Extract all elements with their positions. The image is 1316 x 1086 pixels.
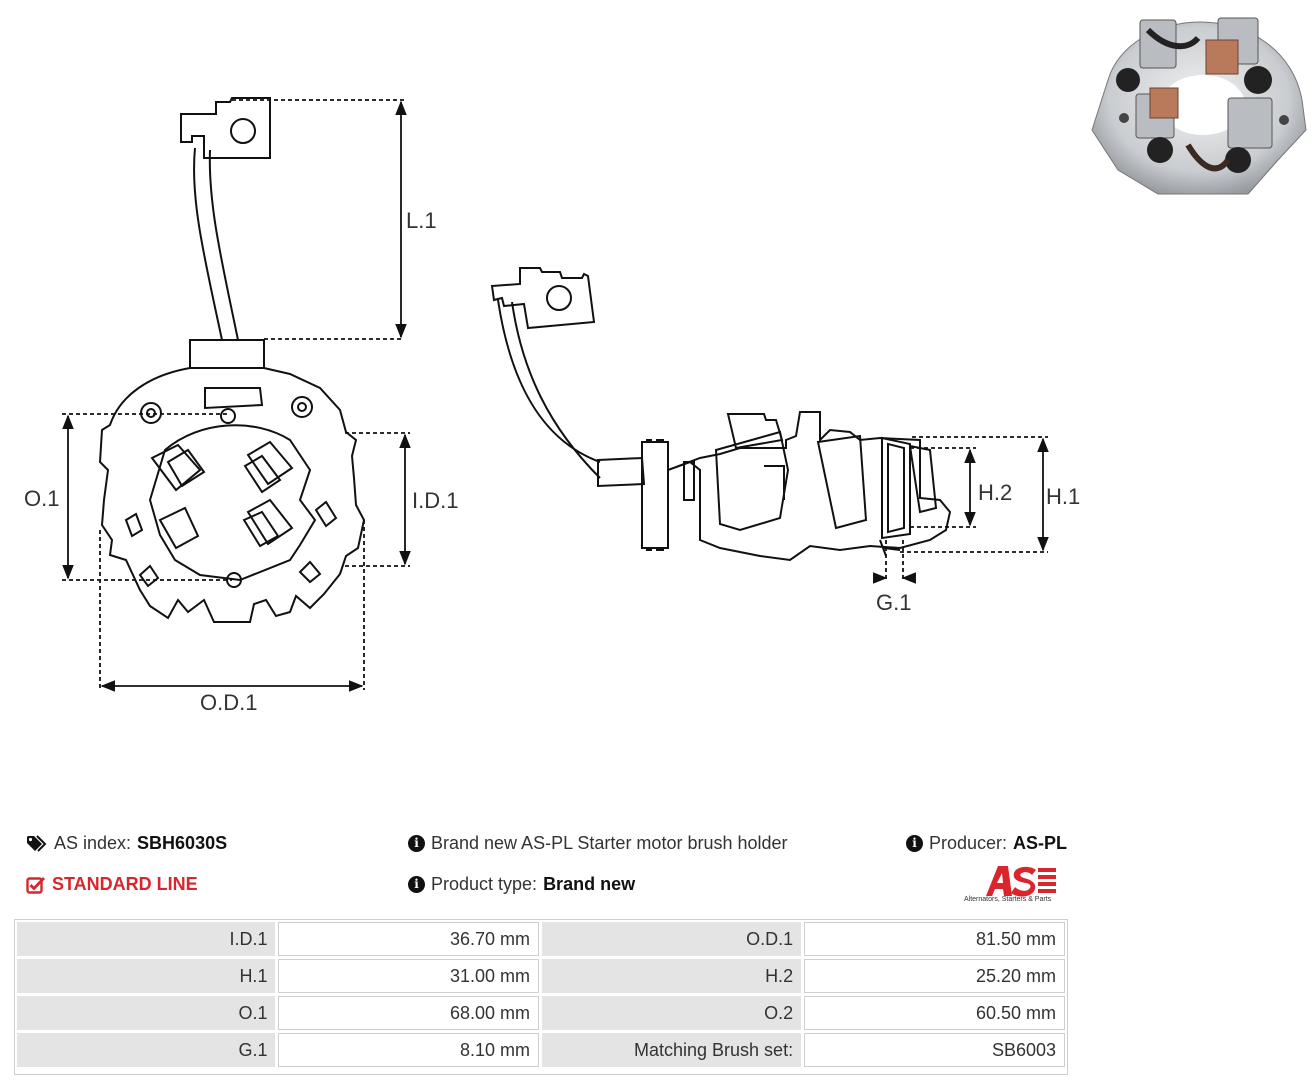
product-type-value: Brand new: [543, 874, 636, 894]
producer-label: Producer:: [929, 833, 1008, 853]
spec-table: I.D.1 36.70 mm O.D.1 81.50 mm H.1 31.00 …: [14, 919, 1068, 1070]
spec-value: 68.00 mm: [278, 996, 540, 1030]
spec-value: 31.00 mm: [278, 959, 540, 993]
spec-value: 36.70 mm: [278, 922, 540, 956]
logo-tagline: Alternators, Starters & Parts: [964, 896, 1052, 903]
spec-key: O.D.1: [542, 922, 802, 956]
as-index-row: AS index: SBH6030S: [26, 833, 227, 854]
dim-label-g1: G.1: [876, 590, 911, 615]
product-type-label: Product type:: [431, 874, 538, 894]
info-icon: i: [408, 876, 425, 893]
product-type-row: i Product type: Brand new: [408, 874, 635, 895]
description-row: i Brand new AS-PL Starter motor brush ho…: [408, 833, 788, 854]
producer-value: AS-PL: [1013, 833, 1068, 853]
spec-key: I.D.1: [17, 922, 276, 956]
front-view: [98, 97, 366, 623]
spec-key: G.1: [17, 1033, 276, 1067]
spec-value: SB6003: [804, 1033, 1065, 1067]
producer-row: i Producer: AS-PL: [906, 833, 1067, 854]
as-pl-logo: [986, 866, 1056, 897]
standard-line-label: STANDARD LINE: [52, 874, 198, 894]
spec-value: 81.50 mm: [804, 922, 1065, 956]
as-index-value: SBH6030S: [137, 833, 228, 853]
dim-label-id1: I.D.1: [412, 488, 458, 513]
info-icon: i: [408, 835, 425, 852]
dim-label-o1: O.1: [24, 486, 59, 511]
spec-value: 8.10 mm: [278, 1033, 540, 1067]
tags-icon: [26, 834, 48, 853]
table-row: I.D.1 36.70 mm O.D.1 81.50 mm: [17, 922, 1065, 956]
spec-key: H.1: [17, 959, 276, 993]
spec-key: O.1: [17, 996, 276, 1030]
spec-key: H.2: [542, 959, 802, 993]
description-text: Brand new AS-PL Starter motor brush hold…: [431, 833, 788, 853]
standard-line-row: STANDARD LINE: [26, 874, 198, 895]
checked-box-icon: [26, 876, 46, 894]
table-row: H.1 31.00 mm H.2 25.20 mm: [17, 959, 1065, 993]
dim-label-h2: H.2: [978, 480, 1012, 505]
dim-label-od1: O.D.1: [200, 690, 257, 715]
side-view: [490, 267, 952, 562]
dim-label-h1: H.1: [1046, 484, 1080, 509]
as-index-label: AS index:: [54, 833, 132, 853]
table-row: G.1 8.10 mm Matching Brush set: SB6003: [17, 1033, 1065, 1067]
table-row: O.1 68.00 mm O.2 60.50 mm: [17, 996, 1065, 1030]
spec-key: O.2: [542, 996, 802, 1030]
dim-label-l1: L.1: [406, 208, 437, 233]
spec-key: Matching Brush set:: [542, 1033, 802, 1067]
technical-drawing: L.1 O.1 I.D.1 O.D.1: [24, 97, 1080, 715]
info-icon: i: [906, 835, 923, 852]
spec-value: 25.20 mm: [804, 959, 1065, 993]
spec-value: 60.50 mm: [804, 996, 1065, 1030]
product-photo: [1091, 17, 1307, 195]
